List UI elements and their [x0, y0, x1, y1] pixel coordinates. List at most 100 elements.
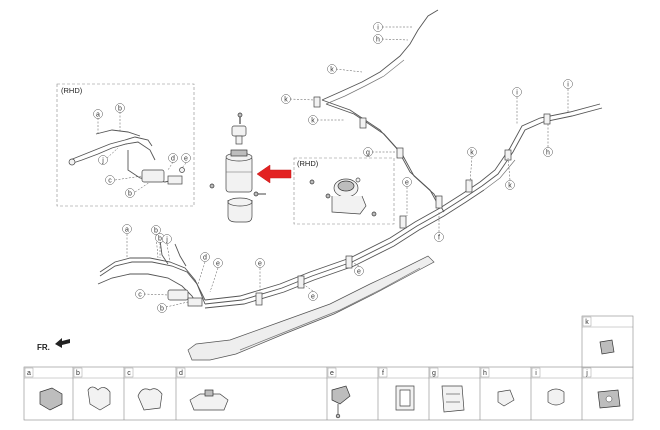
svg-text:f: f — [382, 370, 384, 377]
legend-cell-h: h — [480, 367, 515, 407]
callout-h-top: h — [373, 34, 409, 44]
svg-text:e: e — [258, 261, 262, 268]
highlight-arrow — [256, 164, 292, 184]
callout-b-front-2: b — [155, 233, 165, 258]
callout-k-right-1: k — [467, 147, 477, 183]
svg-text:h: h — [483, 370, 487, 377]
rhd-right-bolt-2 — [309, 179, 315, 185]
callout-i-top: i — [373, 22, 412, 32]
rear-line-3 — [483, 159, 516, 191]
legend-part-i-icon — [547, 388, 565, 406]
rhd-left-clip — [179, 167, 185, 173]
svg-text:j: j — [101, 158, 104, 165]
svg-text:f: f — [438, 235, 440, 242]
svg-text:k: k — [311, 118, 315, 125]
legend-cell-k: k — [582, 316, 615, 355]
rhd-left-bracket — [167, 175, 183, 185]
legend-part-k-icon — [599, 339, 615, 355]
svg-text:e: e — [405, 180, 409, 187]
front-arrow-icon — [55, 338, 70, 348]
svg-text:c: c — [127, 370, 131, 377]
svg-text:d: d — [179, 370, 183, 377]
clip-main-2 — [297, 275, 305, 289]
legend-part-d-icon — [189, 393, 229, 411]
callout-e-center-2: e — [351, 261, 364, 276]
callout-a-rhd-left: a — [93, 109, 103, 134]
svg-text:e: e — [357, 269, 361, 276]
callout-j-rhd-left: j — [98, 147, 119, 165]
rear-line-1 — [479, 103, 601, 183]
callout-k-upper-1: k — [327, 64, 363, 74]
svg-text:c: c — [108, 178, 112, 185]
svg-text:b: b — [76, 370, 80, 377]
rhd-right-bracket — [331, 195, 367, 215]
floor-side-member — [187, 255, 435, 361]
front-line-1 — [99, 257, 206, 301]
callout-c-front: c — [135, 289, 169, 299]
svg-text:i: i — [535, 370, 537, 377]
svg-text:h: h — [376, 37, 380, 44]
clip-main-6 — [465, 179, 473, 193]
legend-part-a-icon — [39, 387, 63, 411]
clip-main-5 — [435, 195, 443, 209]
side-member-detail — [239, 267, 421, 351]
callout-h-right: h — [543, 124, 553, 157]
legend-part-f-icon — [395, 385, 415, 411]
clip-rear-1 — [504, 149, 512, 161]
legend-part-c-icon — [137, 388, 163, 411]
rhd-right-filter-cap — [337, 180, 355, 192]
callout-k-upper-3: k — [308, 115, 344, 125]
svg-text:e: e — [330, 370, 334, 377]
rhd-right-bolt-3 — [371, 211, 377, 217]
legend-part-b-icon — [87, 386, 111, 411]
callout-g: g — [363, 147, 397, 157]
svg-text:j: j — [585, 370, 588, 377]
svg-text:e: e — [311, 294, 315, 301]
legend-cell-d: d — [176, 367, 229, 411]
callout-b-rhd-left-top: b — [115, 103, 125, 132]
fuel-filter-bracket-rim — [227, 197, 253, 207]
svg-text:j: j — [165, 237, 168, 244]
filter-sensor-stem — [235, 135, 243, 145]
rhd-right-label: (RHD) — [297, 159, 319, 168]
callout-a-front: a — [122, 224, 132, 258]
front-direction-label: FR. — [37, 343, 50, 352]
svg-text:k: k — [284, 97, 288, 104]
rhd-left-label: (RHD) — [61, 86, 83, 95]
clip-upper-2 — [359, 117, 367, 129]
callout-e-center-3: e — [302, 283, 318, 301]
svg-text:c: c — [138, 292, 142, 299]
legend-part-d-clip — [204, 389, 214, 397]
rhd-left-connector — [68, 158, 76, 166]
callout-b-rhd-left-bottom: b — [125, 181, 151, 198]
svg-text:k: k — [470, 150, 474, 157]
callout-d-rhd-left: d — [167, 153, 178, 171]
rhd-detail-left: (RHD) a b j c — [56, 83, 195, 207]
rhd-right-frame — [293, 157, 395, 225]
callout-b-front-3: b — [157, 301, 189, 313]
callout-e-rhd-left: e — [181, 153, 191, 169]
legend-cell-j: j — [582, 367, 621, 409]
rhd-right-sensor — [355, 177, 361, 183]
legend-cell-g: g — [429, 367, 465, 413]
rhd-right-bolt-1 — [325, 193, 331, 199]
svg-text:k: k — [508, 183, 512, 190]
upper-line-return — [325, 59, 405, 105]
callout-e-center-1: e — [402, 177, 412, 216]
upper-line-to-tank — [321, 9, 439, 101]
svg-text:d: d — [171, 156, 175, 163]
legend-part-e-icon — [331, 385, 351, 405]
svg-text:k: k — [330, 67, 334, 74]
legend-cell-i: i — [531, 367, 565, 406]
rhd-left-pipe-1 — [69, 136, 153, 161]
svg-text:e: e — [216, 261, 220, 268]
svg-text:i: i — [377, 25, 379, 32]
svg-text:a: a — [96, 112, 100, 119]
svg-text:a: a — [27, 370, 31, 377]
clip-main-3 — [345, 255, 353, 269]
legend-part-g-icon — [441, 385, 465, 413]
svg-text:d: d — [203, 255, 207, 262]
parts-legend-table: a b c d e f — [23, 315, 634, 421]
svg-text:i: i — [516, 90, 518, 97]
fuel-filter-body — [225, 155, 253, 193]
